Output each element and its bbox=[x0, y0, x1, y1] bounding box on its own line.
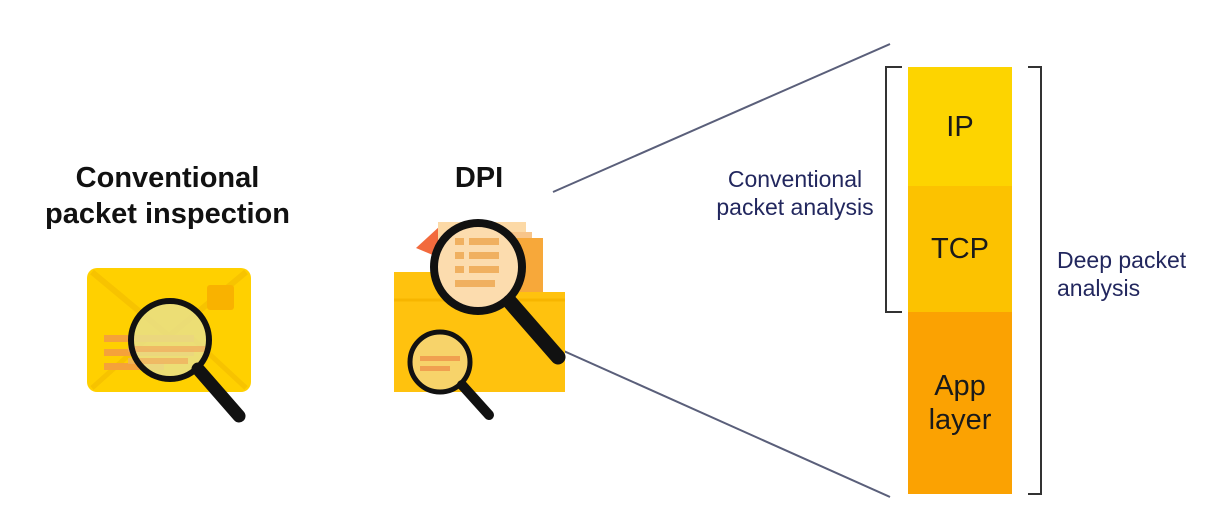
magnifier-icon bbox=[128, 298, 246, 423]
folder-magnifier-icon bbox=[394, 219, 566, 420]
ip-layer-block bbox=[908, 67, 1012, 186]
conventional-title-line2: packet inspection bbox=[45, 198, 290, 230]
deep-analysis-line2: analysis bbox=[1057, 275, 1141, 301]
conventional-analysis-bracket bbox=[885, 66, 902, 313]
conventional-analysis-line2: packet analysis bbox=[716, 194, 874, 220]
app-layer-label: App layer bbox=[908, 312, 1012, 494]
deep-analysis-label: Deep packet analysis bbox=[1057, 246, 1186, 302]
protocol-stack bbox=[908, 67, 1012, 494]
conventional-analysis-label: Conventional packet analysis bbox=[700, 165, 890, 221]
ip-layer-text: IP bbox=[946, 110, 974, 143]
zoom-line-top bbox=[552, 43, 891, 193]
deep-analysis-line1: Deep packet bbox=[1057, 247, 1187, 273]
tcp-layer-block bbox=[908, 186, 1012, 312]
deep-analysis-bracket bbox=[1028, 66, 1042, 495]
large-magnifier-icon bbox=[430, 219, 566, 365]
app-layer-block bbox=[908, 312, 1012, 494]
small-magnifier-icon bbox=[407, 329, 494, 420]
tcp-layer-label: TCP bbox=[908, 186, 1012, 312]
conventional-title-line1: Conventional bbox=[75, 162, 260, 194]
app-layer-text-line2: layer bbox=[928, 404, 992, 436]
dpi-title-text: DPI bbox=[454, 162, 504, 194]
stamp-icon bbox=[207, 285, 234, 310]
dpi-title: DPI bbox=[429, 160, 529, 196]
envelope-magnifier-icon bbox=[87, 268, 251, 423]
conventional-analysis-line1: Conventional bbox=[727, 166, 863, 192]
ip-layer-label: IP bbox=[908, 67, 1012, 186]
tcp-layer-text: TCP bbox=[931, 233, 989, 265]
conventional-inspection-title: Conventional packet inspection bbox=[30, 160, 305, 232]
app-layer-text-line1: App bbox=[934, 370, 986, 402]
